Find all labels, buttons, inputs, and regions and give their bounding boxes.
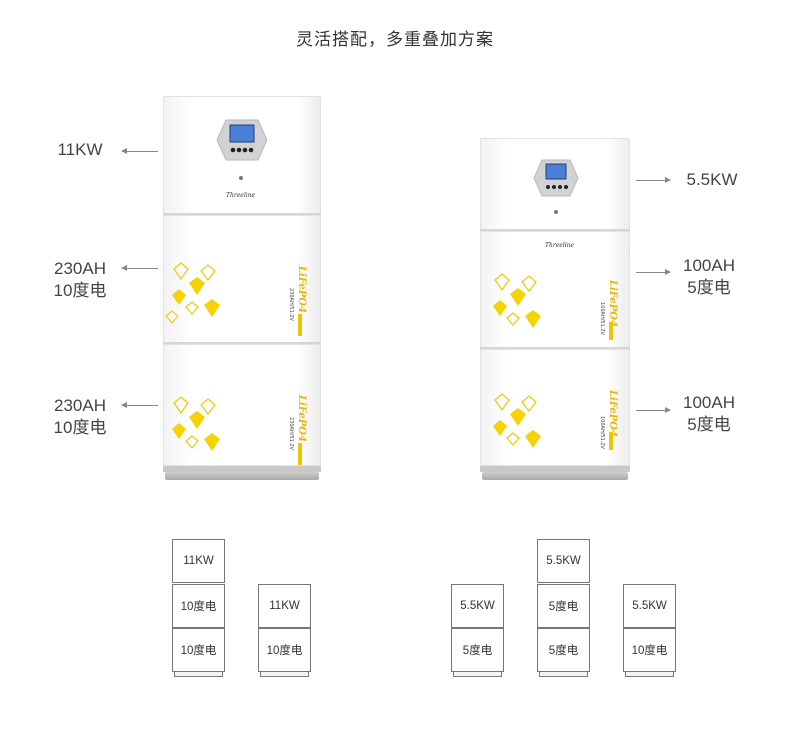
diamond-decoration-icon (493, 393, 541, 448)
diagram-box: 11KW (258, 584, 311, 628)
diagram-box: 5.5KW (451, 584, 504, 628)
diagram-box: 5度电 (537, 628, 590, 672)
battery-spec-label: 100AH/51.2V (599, 302, 605, 335)
arrow-right-icon (636, 407, 671, 413)
left-battery-label-1: 230AH 10度电 (53, 259, 107, 300)
right-stack-base (482, 472, 628, 480)
brand-logo: Threeline (545, 242, 575, 249)
diagram-box: 5.5KW (623, 584, 676, 628)
arrow-left-icon (121, 265, 158, 271)
battery-chem-label: LiFePO4 (607, 390, 618, 437)
diagram-box: 5度电 (451, 628, 504, 672)
diagram-box: 11KW (172, 539, 225, 583)
battery-chem-label: LiFePO4 (296, 395, 307, 442)
brand-logo: Threeline (226, 192, 256, 199)
right-inverter-label: 5.5KW (686, 170, 738, 189)
arrow-right-icon (636, 177, 671, 183)
left-stack-base (165, 472, 319, 480)
diamond-decoration-icon (493, 273, 541, 328)
diagram-box: 10度电 (258, 628, 311, 672)
diagram-box: 10度电 (172, 584, 225, 628)
control-panel-icon (533, 159, 579, 197)
right-inverter-module (480, 138, 630, 230)
diagram-box: 5.5KW (537, 539, 590, 583)
arrow-left-icon (121, 402, 158, 408)
left-inverter-module: Threeline (163, 96, 321, 214)
battery-spec-label: 230AH/51.2V (288, 417, 294, 450)
power-led-icon (554, 210, 558, 214)
power-led-icon (239, 176, 243, 180)
battery-spec-label: 100AH/51.2V (599, 416, 605, 449)
left-battery-module-1: LiFePO4 230AH/51.2V (163, 215, 321, 343)
diagram-box: 10度电 (172, 628, 225, 672)
left-battery-label-2: 230AH 10度电 (53, 396, 107, 437)
battery-chem-label: LiFePO4 (607, 280, 618, 327)
right-battery-label-2: 100AH 5度电 (683, 393, 735, 434)
right-battery-module-1: Threeline LiFePO4 100AH/51.2V (480, 231, 630, 348)
diagram-box: 10度电 (623, 628, 676, 672)
left-inverter-label: 11KW (57, 140, 103, 159)
diamond-decoration-icon (172, 396, 220, 451)
right-battery-module-2: LiFePO4 100AH/51.2V (480, 349, 630, 466)
diagram-box: 5度电 (537, 584, 590, 628)
arrow-left-icon (121, 148, 158, 154)
right-battery-label-1: 100AH 5度电 (683, 256, 735, 297)
arrow-right-icon (636, 269, 671, 275)
battery-spec-label: 230AH/51.2V (288, 288, 294, 321)
page-title: 灵活搭配，多重叠加方案 (296, 30, 494, 50)
diamond-decoration-icon (165, 262, 220, 324)
left-battery-module-2: LiFePO4 230AH/51.2V (163, 344, 321, 466)
control-panel-icon (216, 119, 268, 161)
battery-chem-label: LiFePO4 (296, 266, 307, 313)
